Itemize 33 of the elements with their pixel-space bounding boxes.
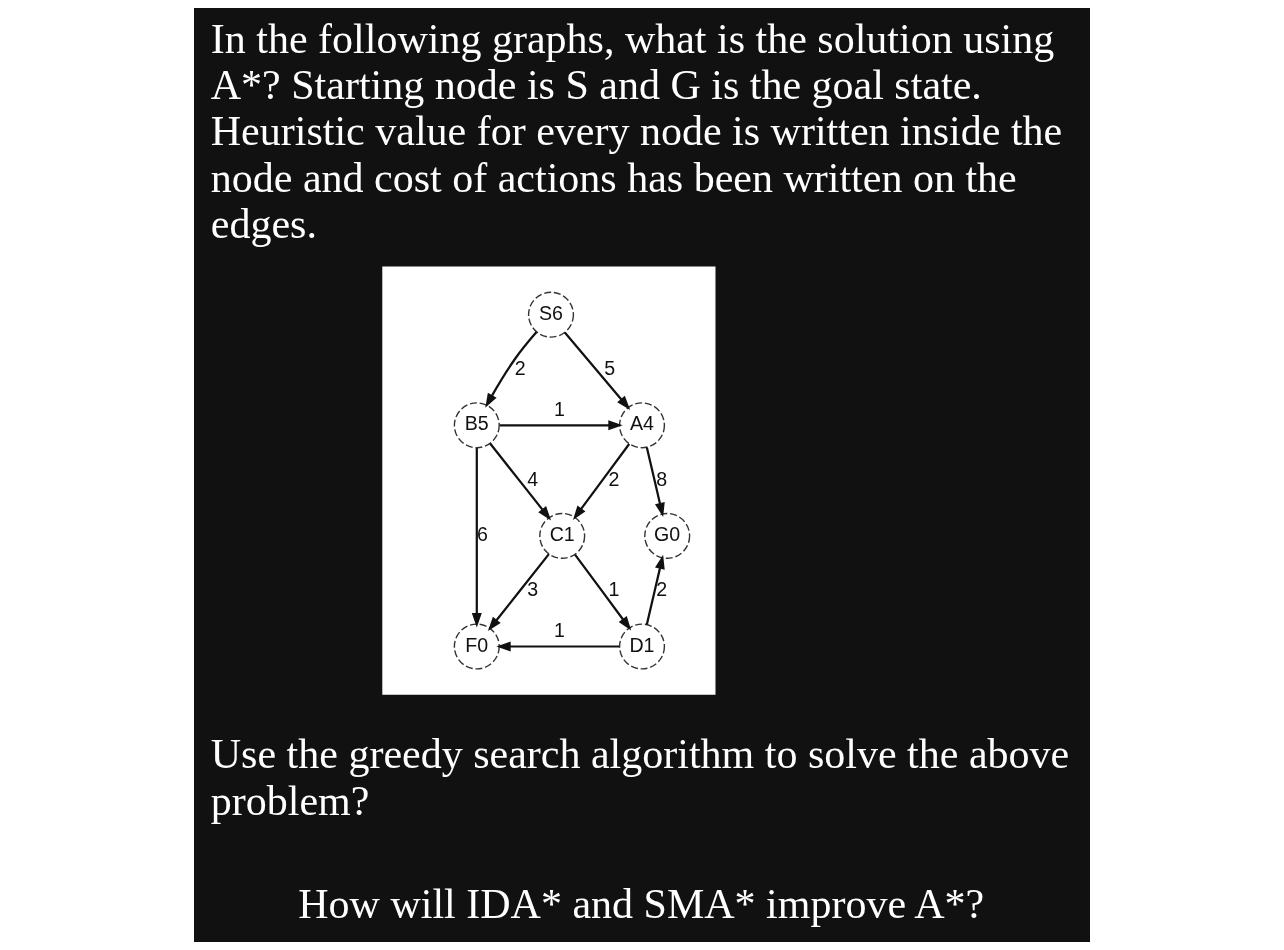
arrow — [496, 641, 620, 652]
node-circle: D1 — [618, 623, 666, 670]
node-circle: B5 — [453, 402, 500, 449]
label: Use the greedy search algorithm to solve the above problem? — [210, 731, 1070, 824]
edge-label: 1 — [553, 397, 565, 420]
arrow — [471, 448, 482, 628]
edge-label: 1 — [553, 618, 565, 641]
edge-label: 2 — [608, 467, 620, 490]
edge-label: 4 — [527, 467, 539, 490]
label: How will IDA* and SMA* improve A*? — [298, 881, 985, 928]
arrow — [573, 443, 631, 520]
edge-label: 5 — [604, 357, 616, 380]
node-circle: C1 — [539, 512, 586, 559]
arrow — [645, 447, 665, 518]
arrow — [489, 442, 552, 521]
diagram-title: In the following graphs, what is the solution using A*? Starting node is S and G is the goal state. Heuristic value for every node is written inside the node and cost of actions has been written on the edges. — [210, 15, 1063, 247]
edge-label: 2 — [656, 578, 668, 601]
node-circle: F0 — [453, 623, 500, 670]
arrow — [574, 553, 632, 631]
arrow — [645, 554, 665, 625]
node-circle: A4 — [618, 402, 666, 449]
node-circle: S6 — [527, 291, 575, 338]
arrow — [487, 553, 550, 632]
edge-label: 6 — [476, 523, 488, 546]
arrow — [499, 420, 623, 431]
arrow — [485, 331, 538, 408]
arrow — [563, 331, 631, 410]
edge-label: 8 — [656, 467, 668, 490]
cluster — [382, 266, 716, 695]
edge-label: 1 — [608, 578, 620, 601]
node-circle: G0 — [644, 512, 691, 559]
edge-label: 3 — [527, 578, 539, 601]
edge-label: 2 — [514, 357, 526, 380]
